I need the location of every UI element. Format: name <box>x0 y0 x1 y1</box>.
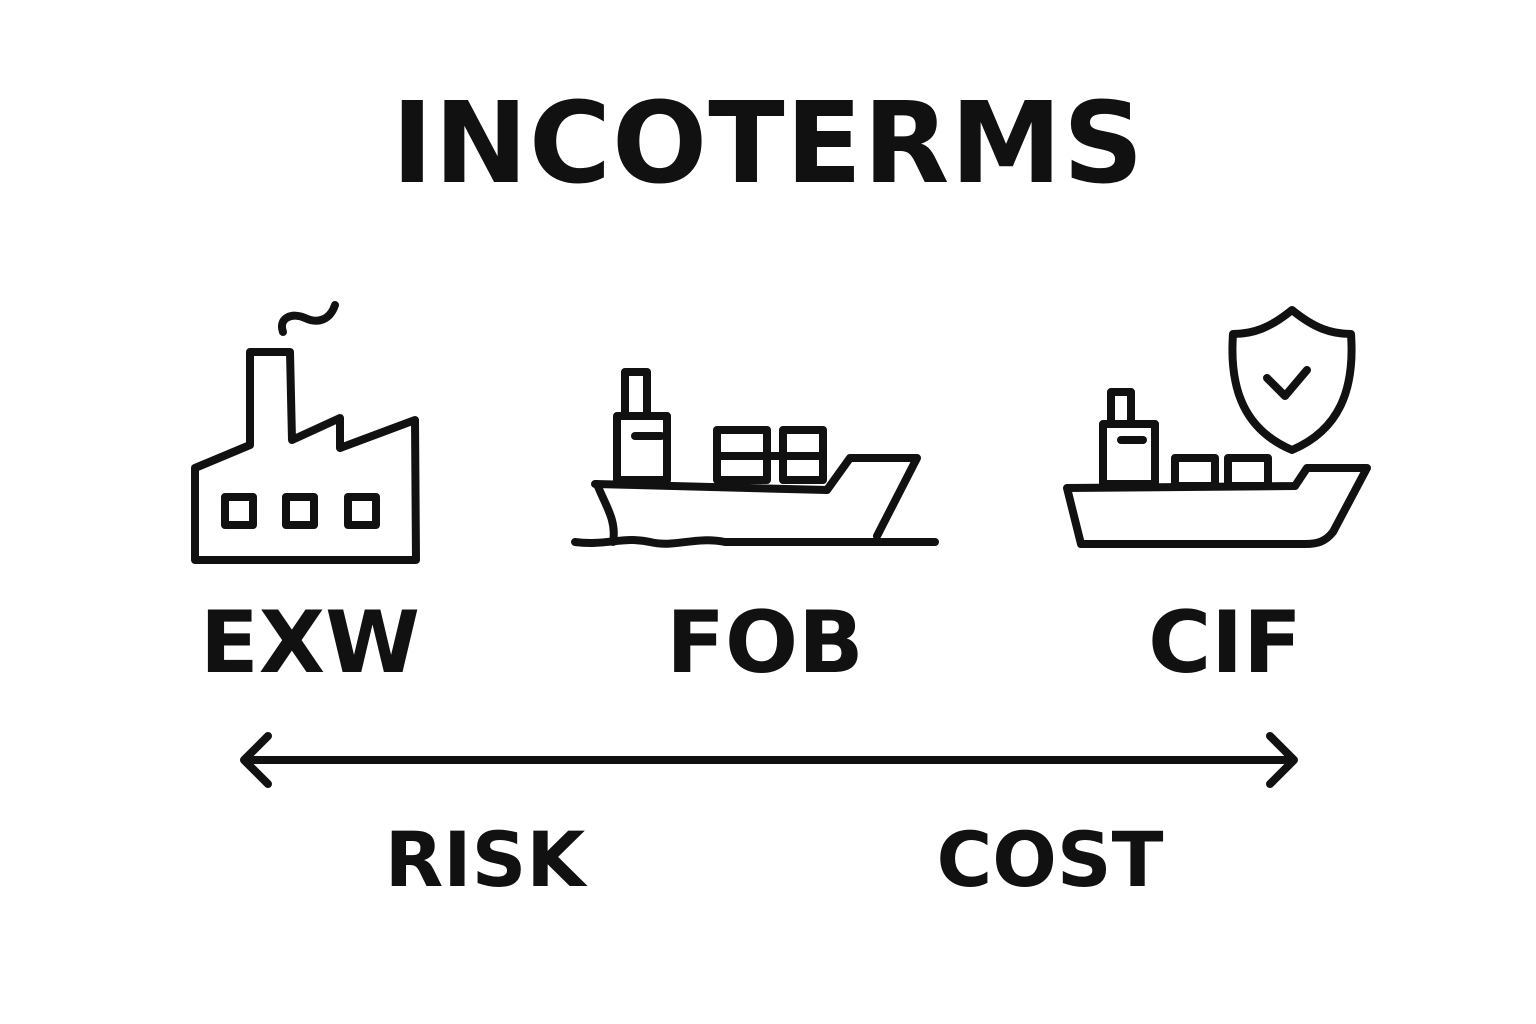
term-label-fob: FOB <box>666 593 864 693</box>
cost-label: COST <box>936 815 1164 904</box>
factory-icon <box>191 301 420 564</box>
page-title: INCOTERMS <box>391 79 1145 209</box>
insured-cargo-ship-icon <box>1063 306 1371 548</box>
risk-label: RISK <box>384 815 586 904</box>
cargo-ship-icon <box>571 368 939 548</box>
term-label-cif: CIF <box>1148 593 1302 693</box>
term-label-exw: EXW <box>200 593 420 693</box>
